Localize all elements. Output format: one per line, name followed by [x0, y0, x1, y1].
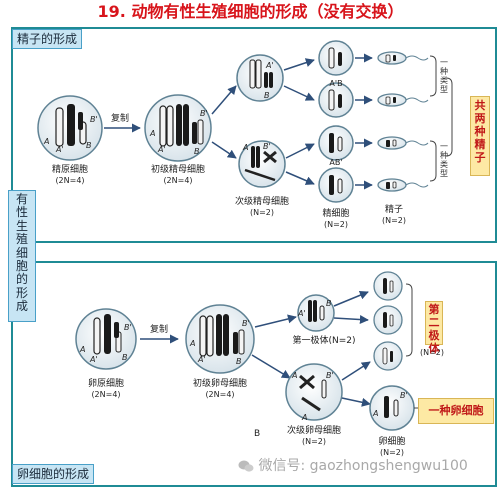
primary-oocyte-cell [185, 304, 255, 374]
spermatid-count: (N=2) [324, 220, 348, 229]
primary-oocyte-count: (2N=4) [205, 390, 234, 399]
egg-cell-label: 卵细胞 [378, 435, 405, 447]
primary-oocyte-label: 初级卵母细胞 [193, 377, 247, 389]
first-polar-body [297, 294, 335, 332]
second-polar-body-1 [373, 271, 403, 301]
type-bracket-2 [429, 140, 437, 182]
letter-A: A [242, 143, 248, 152]
letter-B: B [236, 357, 242, 366]
letter-B-prime: B' [242, 319, 250, 328]
sperm-count: (N=2) [382, 216, 406, 225]
letter-A-prime: A' [55, 145, 64, 154]
wechat-icon [238, 460, 254, 472]
sperm-cell-4 [377, 178, 429, 192]
letter-B-prime: B' [90, 115, 98, 124]
letter-B: B [86, 141, 92, 150]
letter-A: A [189, 339, 195, 348]
sperm-cell-2 [377, 93, 429, 107]
watermark-text: 微信号: gaozhongshengwu100 [258, 458, 468, 474]
vertical-title: 有性生殖细胞的形成 [15, 192, 28, 314]
egg-panel-title: 卵细胞的形成 [12, 464, 95, 484]
primary-spermatocyte-cell [144, 94, 212, 162]
sperm-cell-1 [377, 51, 429, 65]
spermatogonium-cell [37, 95, 103, 161]
first-polar-label: 第一极体(N=2) [292, 334, 355, 346]
oogonium-count: (2N=4) [91, 390, 120, 399]
letter-B: B [194, 147, 200, 156]
second-polar-label: 第二极体 [428, 303, 440, 355]
polar-bracket [405, 283, 413, 357]
secondary-oocyte-label: 次级卵母细胞 [287, 424, 341, 436]
letter-A-prime: A' [157, 145, 166, 154]
watermark: 微信号: gaozhongshengwu100 [238, 455, 496, 477]
letter-A-prime: A' [197, 355, 206, 364]
letter-B: B [122, 353, 128, 362]
letter-B-prime: B' [200, 109, 208, 118]
oogonium-label: 卵原细胞 [88, 377, 124, 389]
primary-spermatocyte-label: 初级精母细胞 [151, 163, 205, 175]
letter-B: B [264, 91, 270, 100]
spermatogonium-label: 精原细胞 [52, 163, 88, 175]
spermatid-4 [318, 167, 354, 203]
total-sperm-box: 共两种精子 [470, 96, 490, 176]
egg-cell-count: (N=2) [380, 448, 404, 457]
secondary-spermatocyte-count: (N=2) [250, 208, 274, 217]
letter-A-prime: A' [89, 355, 98, 364]
secondary-oocyte-count: (N=2) [302, 437, 326, 446]
total-bracket [445, 77, 453, 157]
second-polar-count: (N=2) [420, 348, 444, 357]
sperm-panel-title: 精子的形成 [12, 29, 83, 49]
vertical-title-box: 有性生殖细胞的形成 [8, 190, 36, 322]
stray-letter: B [254, 429, 260, 439]
genotype-2: AB' [329, 158, 342, 167]
spermatogonium-count: (2N=4) [55, 176, 84, 185]
letter-A: A [43, 137, 49, 146]
primary-spermatocyte-count: (2N=4) [163, 176, 192, 185]
letter-B-prime: B' [326, 371, 334, 380]
spermatid-2 [318, 82, 354, 118]
egg-replicate-label: 复制 [150, 323, 168, 335]
type-bracket-1 [429, 55, 437, 97]
letter-A: A [301, 413, 307, 422]
oogonium-cell [75, 308, 137, 370]
type-label-1: 一种类型 [440, 58, 448, 94]
secondary-oocyte-cell [285, 363, 343, 421]
secondary-spermatocyte-bottom [238, 140, 286, 188]
sperm-label: 精子 [385, 203, 403, 215]
one-egg-box: 一种卵细胞 [418, 398, 494, 424]
second-polar-box: 第二极体 [425, 301, 443, 355]
letter-A: A [149, 129, 155, 138]
letter-A: A [291, 371, 297, 380]
secondary-spermatocyte-label: 次级精母细胞 [235, 195, 289, 207]
letter-A: A [79, 345, 85, 354]
sperm-replicate-label: 复制 [111, 112, 129, 124]
genotype-1: A'B [329, 79, 342, 88]
egg-panel-frame [11, 261, 497, 487]
letter-B: B [326, 299, 332, 308]
total-sperm-label: 共两种精子 [474, 99, 486, 164]
sperm-cell-3 [377, 136, 429, 150]
second-polar-body-3 [373, 341, 403, 371]
letter-A-prime: A' [297, 309, 306, 318]
letter-B-prime: B' [400, 391, 408, 400]
page-title: 19. 动物有性生殖细胞的形成（没有交换） [97, 2, 404, 21]
spermatid-3 [318, 125, 354, 161]
letter-A: A [372, 409, 378, 418]
second-polar-body-2 [373, 305, 403, 335]
letter-A-prime: A' [265, 61, 274, 70]
spermatid-1 [318, 40, 354, 76]
letter-B-prime: B' [263, 142, 271, 151]
secondary-spermatocyte-top [236, 54, 284, 102]
sperm-panel-frame [11, 27, 497, 243]
type-label-2: 一种类型 [440, 142, 448, 178]
letter-B-prime: B' [124, 323, 132, 332]
spermatid-label: 精细胞 [322, 207, 349, 219]
